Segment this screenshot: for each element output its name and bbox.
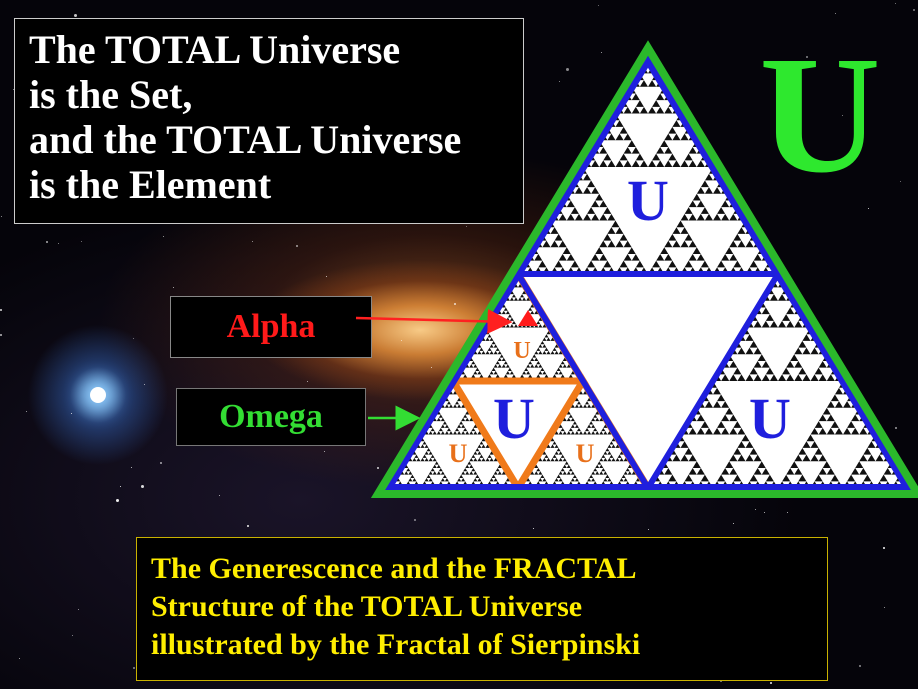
caption-line-3: illustrated by the Fractal of Sierpinski — [151, 626, 813, 664]
u-label-small-right: U — [576, 439, 595, 468]
caption-line-1: The Generescence and the FRACTAL — [151, 550, 813, 588]
u-label-bottom-left: U — [493, 386, 535, 451]
u-label-bottom-right: U — [749, 386, 791, 451]
u-label-small-left: U — [449, 439, 468, 468]
caption-line-2: Structure of the TOTAL Universe — [151, 588, 813, 626]
caption-panel: The Generescence and the FRACTAL Structu… — [136, 537, 828, 681]
u-label-small-top: U — [513, 338, 530, 364]
u-label-top: U — [627, 168, 669, 233]
